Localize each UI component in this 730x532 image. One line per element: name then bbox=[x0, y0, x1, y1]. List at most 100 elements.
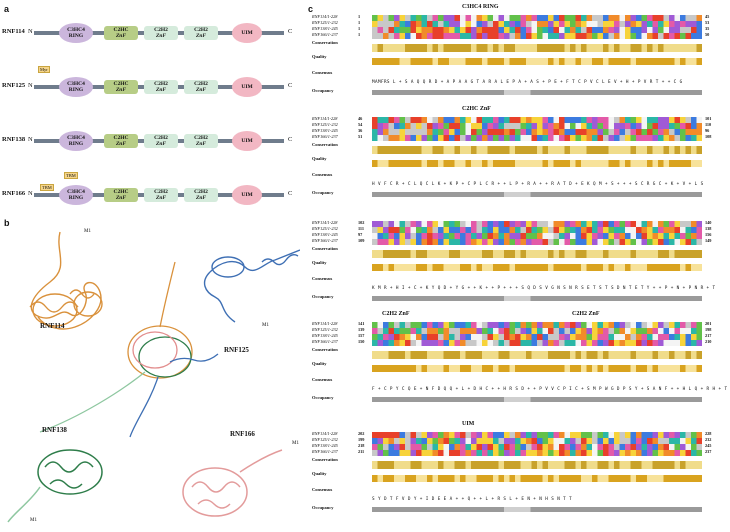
seq-end: 149 bbox=[705, 238, 711, 243]
domain-title: C3HC4 RING bbox=[462, 4, 499, 10]
n-terminus: N bbox=[28, 28, 33, 35]
tag-tbm: TBM bbox=[40, 184, 54, 191]
seq-start: 199 bbox=[358, 437, 364, 442]
domain-text: RING bbox=[69, 87, 83, 93]
tag-myr: Myr bbox=[38, 66, 50, 73]
seq-label: RNF125/1-232 bbox=[312, 327, 338, 332]
c2h2-domain-1: C2H2ZnF bbox=[144, 134, 178, 148]
seq-residues bbox=[372, 239, 702, 245]
uim-domain: UIM bbox=[232, 185, 262, 205]
domain-title: C2HC ZnF bbox=[462, 106, 491, 112]
domain-row-rnf138: RNF138 N C C3HC4RING C2HCZnF C2H2ZnF C2H… bbox=[0, 126, 300, 156]
seq-end: 237 bbox=[705, 449, 711, 454]
track-label-consensus: Consensus bbox=[312, 377, 332, 382]
c2h2-domain-1: C2H2ZnF bbox=[144, 26, 178, 40]
seq-end: 138 bbox=[705, 226, 711, 231]
conservation-track bbox=[372, 461, 702, 469]
seq-end: 101 bbox=[705, 116, 711, 121]
occupancy-track bbox=[372, 296, 702, 301]
structure-label-rnf114: RNF114 bbox=[40, 322, 65, 330]
quality-track bbox=[372, 264, 702, 271]
seq-end: 210 bbox=[705, 339, 711, 344]
track-label-occupancy: Occupancy bbox=[312, 88, 334, 93]
alignment-block: C2HC ZnF RNF114/1-228 46 101RNF125/1-232 54 1… bbox=[312, 108, 722, 208]
seq-start: 97 bbox=[358, 232, 362, 237]
seq-start: 36 bbox=[358, 128, 362, 133]
seq-end: 110 bbox=[705, 122, 711, 127]
track-label-consensus: Consensus bbox=[312, 70, 332, 75]
structure-label-rnf138: RNF138 bbox=[42, 426, 67, 434]
c2hc-domain: C2HCZnF bbox=[104, 26, 138, 40]
structure-label-rnf166: RNF166 bbox=[230, 430, 255, 438]
protein-name: RNF166 bbox=[2, 190, 25, 197]
track-label-quality: Quality bbox=[312, 471, 327, 476]
seq-end: 201 bbox=[705, 321, 711, 326]
consensus-sequence: F + C P Y C Q E + N F D Q Q + L + D H C … bbox=[372, 387, 727, 392]
quality-track bbox=[372, 58, 702, 65]
seq-label: RNF125/1-232 bbox=[312, 226, 338, 231]
occupancy-track bbox=[372, 397, 702, 402]
seq-end: 96 bbox=[705, 128, 709, 133]
seq-label: RNF166/1-237 bbox=[312, 449, 338, 454]
seq-end: 108 bbox=[705, 134, 711, 139]
domain-text: ZnF bbox=[116, 141, 126, 147]
seq-label: RNF166/1-237 bbox=[312, 339, 338, 344]
seq-start: 46 bbox=[358, 116, 362, 121]
ring-domain: C3HC4RING bbox=[59, 131, 93, 151]
seq-start: 157 bbox=[358, 333, 364, 338]
m1-label-rnf166: M1 bbox=[292, 441, 299, 446]
seq-end: 228 bbox=[705, 431, 711, 436]
seq-residues bbox=[372, 340, 702, 346]
seq-label: RNF125/1-232 bbox=[312, 20, 338, 25]
protein-name: RNF125 bbox=[2, 82, 25, 89]
seq-label: RNF114/1-228 bbox=[312, 321, 337, 326]
track-label-quality: Quality bbox=[312, 156, 327, 161]
seq-end: 50 bbox=[705, 32, 709, 37]
track-label-conservation: Conservation bbox=[312, 347, 338, 352]
domain-text: RING bbox=[69, 141, 83, 147]
seq-start: 102 bbox=[358, 220, 364, 225]
consensus-sequence: S Y D T F V D Y + I D E E A + + Q + + L … bbox=[372, 497, 572, 502]
domain-text: ZnF bbox=[156, 195, 166, 201]
consensus-sequence: MAMFRS L + S A Q Q R D + A P A A G T A R… bbox=[372, 80, 683, 85]
track-label-occupancy: Occupancy bbox=[312, 294, 334, 299]
domain-row-rnf125: RNF125 N C C3HC4RING C2HCZnF C2H2ZnF C2H… bbox=[0, 72, 300, 102]
seq-end: 53 bbox=[705, 20, 709, 25]
seq-label: RNF125/1-232 bbox=[312, 122, 338, 127]
m1-label-rnf114: M1 bbox=[84, 229, 91, 234]
seq-start: 211 bbox=[358, 449, 364, 454]
seq-start: 54 bbox=[358, 122, 362, 127]
seq-start: 141 bbox=[358, 321, 364, 326]
seq-start: 51 bbox=[358, 134, 362, 139]
quality-track bbox=[372, 160, 702, 167]
track-label-consensus: Consensus bbox=[312, 172, 332, 177]
seq-end: 198 bbox=[705, 327, 711, 332]
seq-residues bbox=[372, 33, 702, 39]
track-label-conservation: Conservation bbox=[312, 40, 338, 45]
c2hc-domain: C2HCZnF bbox=[104, 188, 138, 202]
seq-label: RNF114/1-228 bbox=[312, 116, 337, 121]
structure-panel bbox=[0, 222, 300, 532]
protein-name: RNF138 bbox=[2, 136, 25, 143]
panel-a-label: a bbox=[4, 4, 9, 14]
track-label-quality: Quality bbox=[312, 54, 327, 59]
seq-residues bbox=[372, 450, 702, 456]
seq-label: RNF166/1-237 bbox=[312, 32, 338, 37]
seq-label: RNF114/1-228 bbox=[312, 14, 337, 19]
seq-end: 156 bbox=[705, 232, 711, 237]
track-label-occupancy: Occupancy bbox=[312, 190, 334, 195]
track-label-quality: Quality bbox=[312, 361, 327, 366]
track-label-conservation: Conservation bbox=[312, 246, 338, 251]
seq-label: RNF114/1-228 bbox=[312, 220, 337, 225]
ring-domain: C3HC4RING bbox=[59, 185, 93, 205]
conservation-track bbox=[372, 44, 702, 52]
domain-text: ZnF bbox=[116, 195, 126, 201]
domain-text: ZnF bbox=[156, 33, 166, 39]
